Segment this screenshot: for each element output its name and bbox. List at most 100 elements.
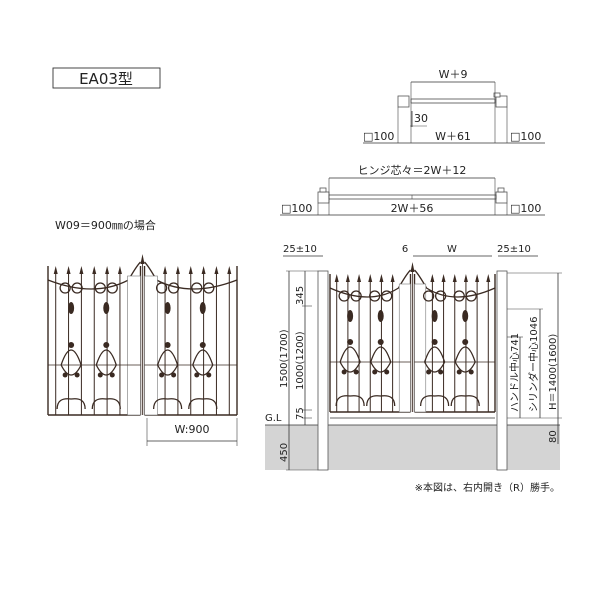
- spike: [175, 266, 180, 274]
- flower-ornament: [431, 339, 438, 345]
- spike: [430, 274, 435, 282]
- flower-ornament: [341, 369, 347, 375]
- scroll-ornament: [167, 282, 180, 294]
- hinge: [497, 187, 505, 193]
- center-panel: [144, 275, 158, 416]
- embed-depth: 450: [279, 443, 290, 462]
- cylinder-center: シリンダー中心1046: [527, 317, 540, 412]
- model-title: EA03型: [79, 70, 133, 88]
- gate-height: H＝1400(1600): [548, 334, 559, 410]
- base-scroll: [450, 395, 480, 407]
- post-right: [495, 95, 508, 108]
- spike: [486, 274, 491, 282]
- leaf-ornament: [377, 310, 384, 322]
- scroll-ornament: [191, 282, 203, 294]
- example-label: W09＝900㎜の場合: [55, 218, 156, 232]
- vine-ornament: [157, 349, 179, 376]
- scroll-ornament: [465, 290, 477, 302]
- spike: [92, 266, 97, 274]
- plan-single-depth: 30: [414, 112, 428, 125]
- base-scroll: [366, 395, 396, 407]
- base-scroll: [419, 395, 450, 407]
- flower-ornament: [68, 342, 75, 348]
- flower-ornament: [164, 342, 171, 348]
- spike: [53, 266, 58, 274]
- flower-ornament: [372, 369, 378, 375]
- scroll-ornament: [422, 290, 435, 302]
- flower-ornament: [171, 372, 177, 378]
- spike: [163, 266, 168, 274]
- scroll-ornament: [434, 290, 447, 302]
- spike: [463, 274, 468, 282]
- base-scroll: [335, 395, 365, 407]
- finial: [140, 254, 145, 264]
- flower-ornament: [438, 369, 444, 375]
- scroll-ornament: [338, 290, 350, 302]
- spike: [214, 266, 219, 274]
- post-right: [495, 191, 508, 204]
- scroll-ornament: [106, 282, 118, 294]
- spike: [379, 274, 384, 282]
- flower-ornament: [384, 369, 390, 375]
- plan-single-top-dim: W＋9: [439, 68, 468, 81]
- gap-right: 25±10: [497, 244, 531, 255]
- scroll-ornament: [350, 290, 362, 302]
- flower-ornament: [97, 372, 103, 378]
- base-scroll: [56, 398, 86, 410]
- finial: [410, 262, 415, 272]
- spike: [368, 274, 373, 282]
- vine-ornament: [424, 346, 446, 373]
- vine-ornament: [339, 346, 361, 373]
- leaf-ornament: [347, 310, 354, 322]
- plan-single-post-right: □100: [510, 130, 541, 143]
- base-scroll: [188, 398, 218, 410]
- flower-ornament: [468, 369, 474, 375]
- scroll-ornament: [453, 290, 465, 302]
- spike: [475, 274, 480, 282]
- flower-ornament: [199, 342, 206, 348]
- plan-double-post-right: □100: [510, 202, 541, 215]
- center-panel: [127, 275, 141, 416]
- scroll-ornament: [369, 290, 381, 302]
- plan-single-bottom-dim: W＋61: [435, 130, 471, 143]
- vine-ornament: [95, 349, 117, 376]
- spike: [357, 274, 362, 282]
- base-scroll: [152, 398, 183, 410]
- plan-double: ヒンジ芯々＝2W＋12 □100 2W＋56 □100: [280, 163, 545, 216]
- leaf-ornament: [103, 302, 110, 314]
- hinge: [319, 187, 327, 193]
- flower-ornament: [347, 339, 354, 345]
- flower-ornament: [206, 372, 212, 378]
- top-rail: [414, 269, 496, 298]
- flower-ornament: [377, 339, 384, 345]
- post-left: [397, 95, 410, 108]
- center-panel: [398, 283, 411, 413]
- spike: [452, 274, 457, 282]
- note: ※本図は、右内開き（R）勝手。: [415, 481, 560, 494]
- flower-ornament: [159, 372, 165, 378]
- scroll-ornament: [94, 282, 106, 294]
- spike: [117, 266, 122, 274]
- example-width: W:900: [175, 423, 210, 436]
- spike: [66, 266, 71, 274]
- flower-ornament: [194, 372, 200, 378]
- spike: [201, 266, 206, 274]
- scroll-ornament: [203, 282, 215, 294]
- flower-ornament: [456, 369, 462, 375]
- lower-height: 1000(1200): [295, 331, 306, 390]
- spike: [227, 266, 232, 274]
- base-scroll: [91, 398, 121, 410]
- gate-elevation: [329, 262, 496, 413]
- gap-left: 25±10: [283, 244, 317, 255]
- plan-single: W＋9 30 □100 W＋61 □100: [363, 68, 545, 144]
- title-box: [52, 67, 161, 89]
- leaf-ornament: [462, 310, 469, 322]
- center-panel: [414, 283, 427, 413]
- leaf-ornament: [164, 302, 171, 314]
- vine-ornament: [454, 346, 476, 373]
- handle-center: ハンドル中心741: [508, 333, 521, 412]
- post-left: [317, 191, 330, 204]
- spike: [188, 266, 193, 274]
- flower-ornament: [74, 372, 80, 378]
